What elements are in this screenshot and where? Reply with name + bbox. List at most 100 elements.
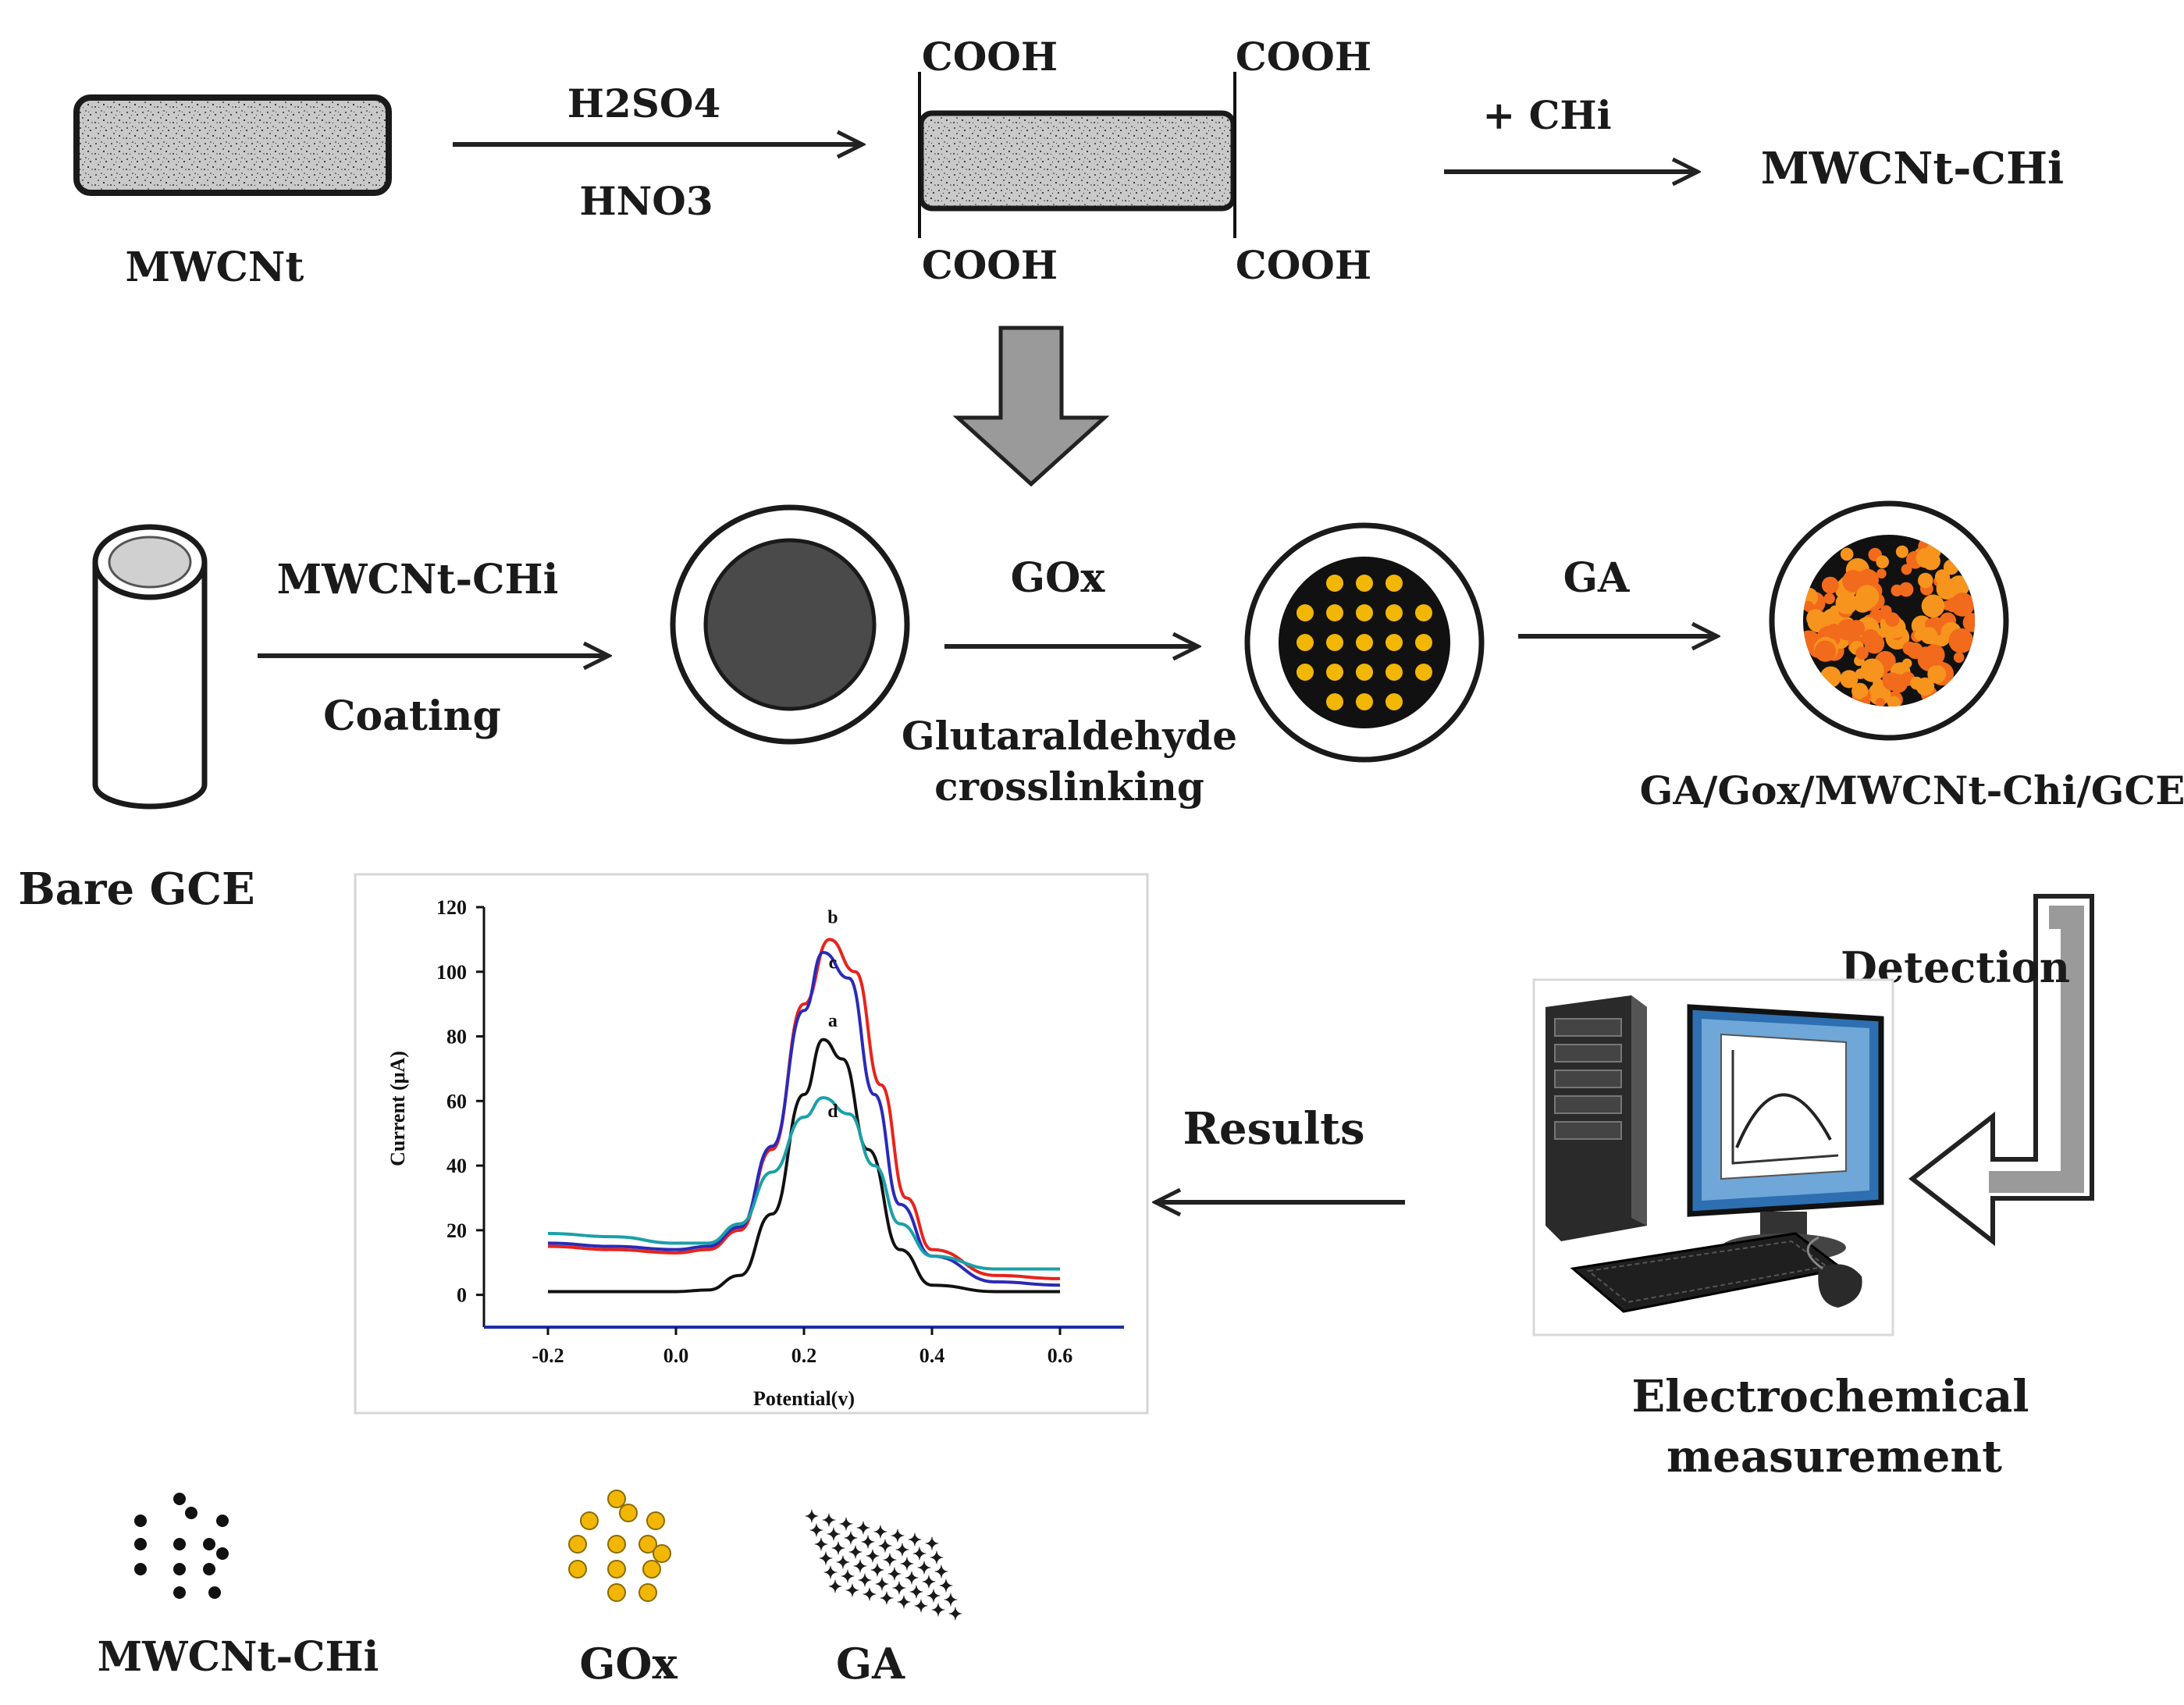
legend-ga-mark: ✦	[844, 1529, 858, 1549]
gox-dot	[1326, 604, 1343, 621]
add-chi-label: + CHi	[1482, 92, 1611, 138]
ga-blob	[1840, 670, 1859, 689]
legend-gox-dots	[568, 1490, 671, 1602]
ga-blob	[1921, 594, 1945, 618]
legend-black-dot	[173, 1563, 186, 1575]
legend-gox-dot	[653, 1544, 671, 1563]
gox-dot	[1326, 664, 1343, 681]
legend-ga-mark: ✦	[900, 1554, 914, 1575]
gox-dot	[1385, 693, 1403, 710]
ga-blob	[1864, 633, 1885, 654]
legend-ga-mark: ✦	[934, 1562, 948, 1582]
legend-ga-mark: ✦	[922, 1572, 936, 1593]
series-label-d: d	[827, 1102, 838, 1122]
ga-blob	[1855, 668, 1866, 679]
legend-ga-mark: ✦	[814, 1535, 828, 1555]
bare-gce-electrode	[92, 524, 208, 810]
gox-bottom-label-2: crosslinking	[934, 764, 1204, 810]
ga-blob	[1902, 641, 1917, 656]
ga-blob	[1888, 674, 1908, 693]
legend-ga-mark: ✦	[809, 1521, 823, 1541]
gox-dot	[1385, 604, 1403, 621]
legend-black-dot	[173, 1586, 186, 1599]
gox-dot	[1326, 693, 1343, 710]
legend-ga-mark: ✦	[819, 1549, 833, 1569]
mwcnt-chi-product: MWCNt-CHi	[1761, 143, 2065, 194]
legend-ga-mark: ✦	[866, 1547, 880, 1567]
legend-ga-mark: ✦	[848, 1543, 863, 1563]
chart-xlabel: Potential(v)	[753, 1387, 855, 1410]
ga-blob	[1927, 664, 1947, 684]
detection-block-arrow	[1908, 894, 2094, 1247]
cooh-top-right: COOH	[1236, 34, 1371, 80]
series-label-a: a	[828, 1011, 838, 1031]
ga-blob	[1826, 624, 1842, 639]
legend-ga-mark: ✦	[841, 1567, 855, 1587]
legend-gox-dot	[619, 1504, 638, 1522]
gox-dot	[1356, 664, 1373, 681]
legend-gox-dot	[642, 1560, 661, 1579]
ga-blob	[1821, 576, 1839, 594]
legend-ga-mark: ✦	[939, 1576, 953, 1596]
ga-blob	[1962, 613, 1975, 632]
ga-blob	[1823, 593, 1835, 604]
legend-ga-mark: ✦	[948, 1604, 962, 1625]
ga-top-label: GA	[1563, 554, 1630, 602]
legend-ga-mark: ✦	[912, 1544, 927, 1564]
legend-ga-mark: ✦	[895, 1540, 909, 1561]
legend-gox-dot	[607, 1583, 626, 1602]
ga-blob	[1948, 628, 1974, 653]
legend-ga-mark: ✦	[805, 1507, 819, 1527]
ga-blob	[1923, 644, 1945, 666]
x-tick-label: 0.2	[791, 1344, 817, 1367]
gox-dot	[1297, 664, 1314, 681]
gox-dot	[1326, 634, 1343, 651]
legend-gox-dot	[646, 1511, 665, 1530]
legend-black-dot	[173, 1538, 186, 1550]
legend-ga-mark: ✦	[880, 1589, 894, 1609]
ga-blob	[1901, 564, 1912, 575]
ga-blob	[1882, 673, 1894, 685]
coating-bottom-label: Coating	[323, 692, 501, 740]
legend-ga-mark: ✦	[863, 1585, 877, 1605]
legend-ga-mark: ✦	[845, 1581, 859, 1601]
y-tick-label: 0	[457, 1284, 467, 1307]
legend-gox-dot	[638, 1535, 657, 1554]
legend-mwcnt-chi-dots	[134, 1493, 229, 1599]
x-tick-label: 0.0	[663, 1344, 689, 1367]
ga-blob	[1860, 658, 1884, 682]
gox-electrode-top-view	[1244, 522, 1485, 763]
x-tick-label: 0.6	[1048, 1344, 1073, 1367]
legend-ga-mark: ✦	[858, 1571, 872, 1591]
legend-ga-mark: ✦	[861, 1532, 875, 1553]
gox-dot	[1415, 634, 1432, 651]
ga-blob	[1920, 627, 1938, 645]
legend-ga-mark: ✦	[827, 1525, 841, 1545]
ga-blob	[1885, 612, 1900, 627]
ga-blob	[1895, 545, 1908, 558]
ga-blob	[1855, 585, 1880, 609]
series-line-a	[548, 1038, 1060, 1294]
ga-blob	[1876, 555, 1889, 568]
legend-ga-mark: ✦	[875, 1575, 889, 1595]
legend-ga-mark: ✦	[930, 1548, 944, 1568]
legend-ga-mark: ✦	[925, 1534, 939, 1554]
legend-ga-mark: ✦	[836, 1553, 850, 1573]
legend-gox-dot	[568, 1535, 587, 1554]
ga-blob	[1898, 582, 1914, 597]
ga-blob	[1840, 547, 1854, 561]
chart-ylabel: Current (μA)	[386, 1051, 409, 1166]
gox-dot	[1385, 664, 1403, 681]
mwcnt-label: MWCNt	[126, 244, 304, 291]
legend-black-dot	[134, 1515, 147, 1527]
chart-series	[547, 938, 1061, 1294]
legend-ga-mark: ✦	[853, 1557, 867, 1577]
ga-blob	[1934, 569, 1951, 585]
legend-gox-label: GOx	[579, 1639, 678, 1689]
legend-mwcnt-chi-label: MWCNt-CHi	[98, 1633, 379, 1681]
legend-ga-mark: ✦	[828, 1577, 842, 1597]
legend-ga-mark: ✦	[905, 1568, 919, 1589]
